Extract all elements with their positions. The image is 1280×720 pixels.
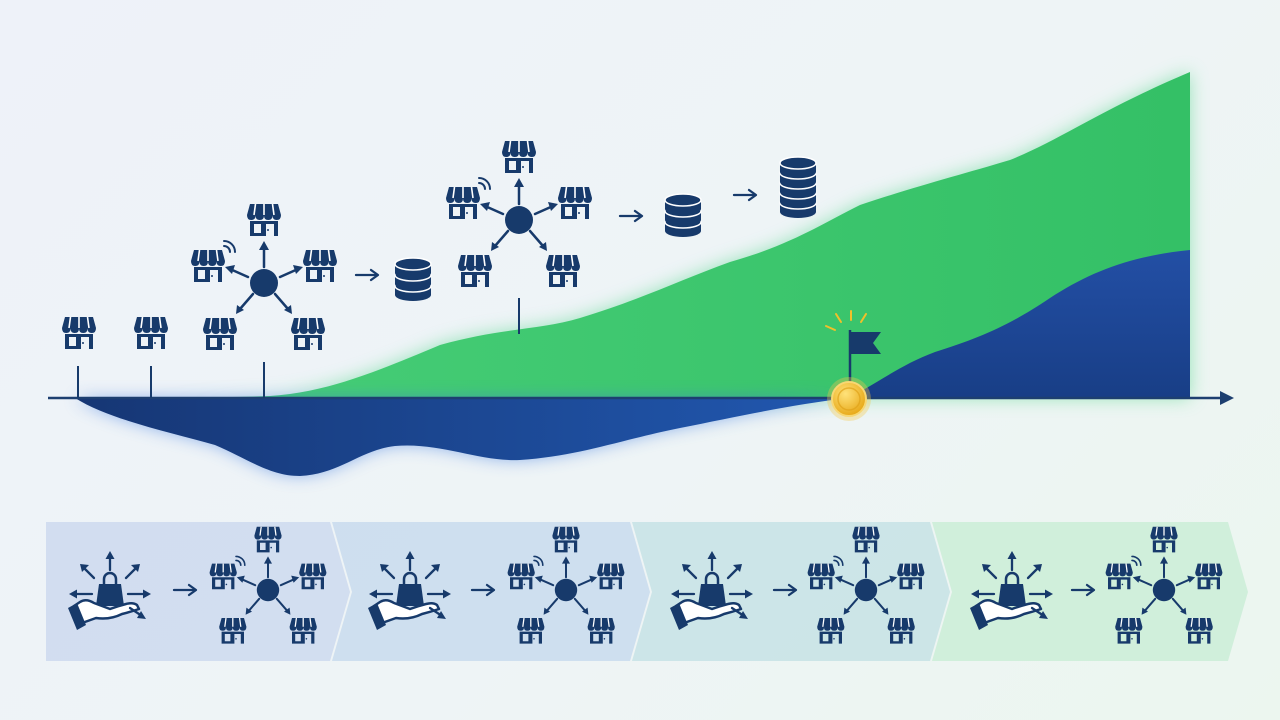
database-stack-icon (394, 257, 432, 302)
milestone-3 (191, 204, 432, 398)
time-axis (48, 391, 1234, 405)
break-even-marker (825, 310, 881, 421)
phase-2 (332, 522, 650, 661)
phase-band (46, 522, 1248, 661)
store-network-hub-icon (191, 204, 337, 350)
arrow-right-icon (354, 268, 380, 282)
profit-area (848, 250, 1190, 398)
investment-dip-area (75, 398, 848, 476)
gold-coin-icon (827, 377, 871, 421)
database-stack-icon (664, 193, 702, 238)
phase-1 (46, 522, 350, 661)
revenue-growth-area (75, 72, 1190, 398)
database-stack-icon (779, 156, 817, 219)
storefront-icon (133, 316, 169, 350)
phase-3 (632, 522, 950, 661)
flag-icon (848, 330, 881, 382)
store-network-hub-icon (446, 141, 592, 287)
milestone-4 (446, 141, 702, 334)
milestone-5 (732, 156, 817, 219)
milestone-2 (133, 316, 169, 398)
storefront-icon (61, 316, 97, 350)
phase-4 (932, 522, 1248, 661)
sparkle-icon (825, 310, 867, 331)
arrow-right-icon (618, 209, 644, 223)
milestone-1 (61, 316, 97, 398)
arrow-right-icon (732, 188, 758, 202)
